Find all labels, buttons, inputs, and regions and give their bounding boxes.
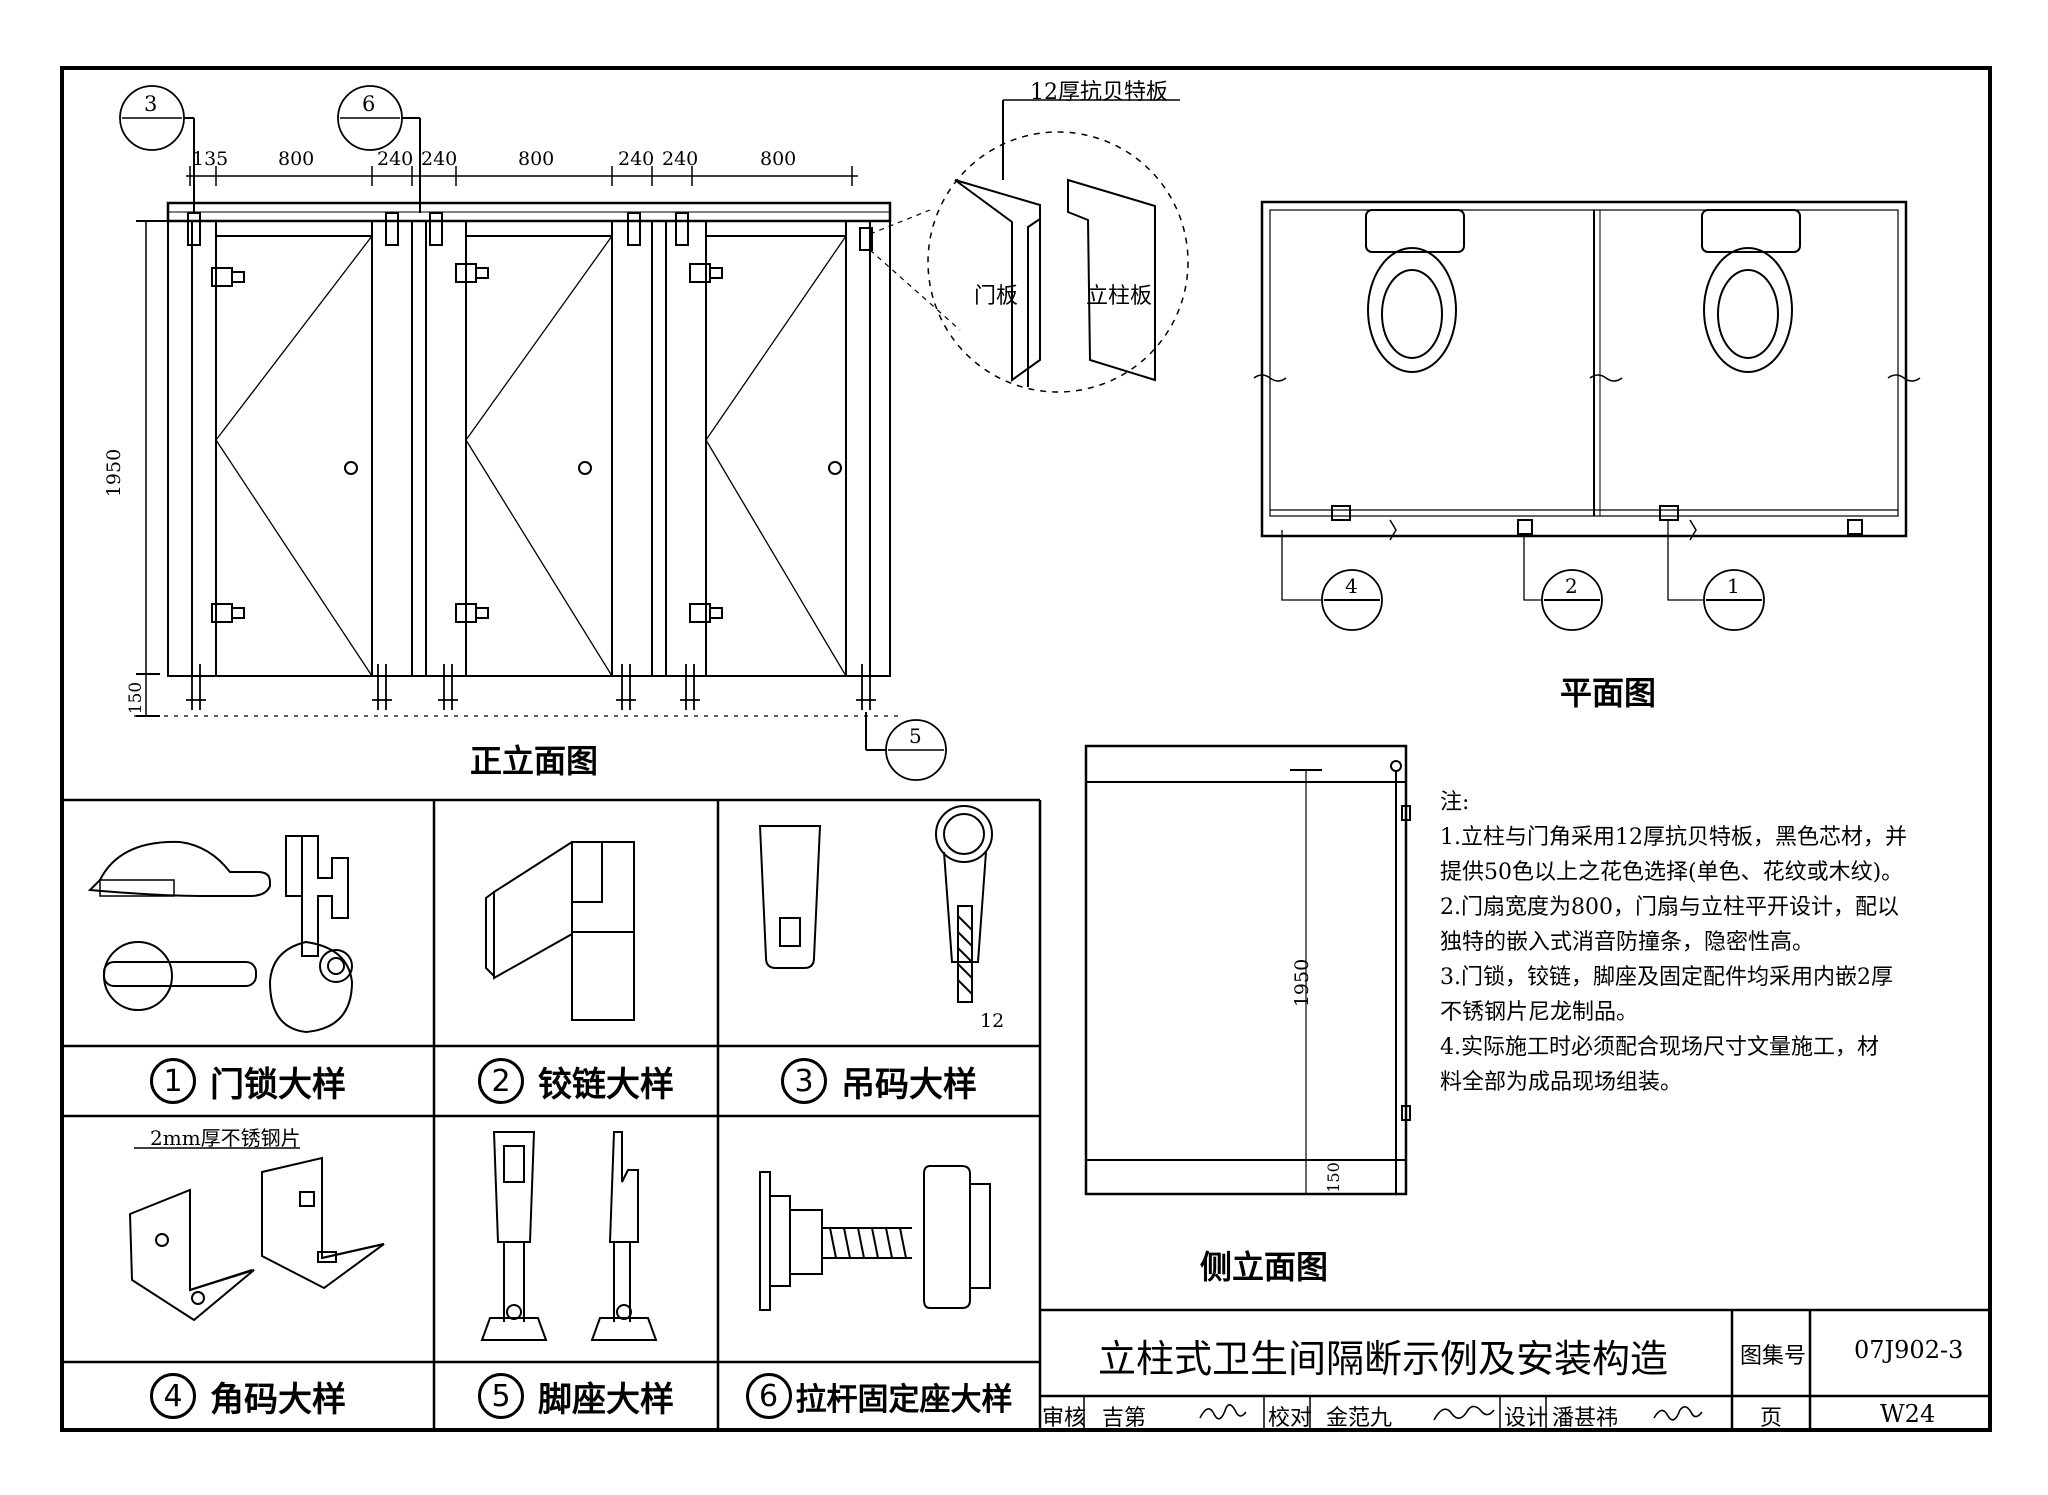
- atlas-label: 图集号: [1740, 1344, 1807, 1369]
- plan-caption: 平面图: [1560, 674, 1657, 712]
- dim-240-b: 240: [421, 148, 458, 170]
- zoom-door-label: 门板: [974, 284, 1019, 309]
- detail-label-6: 拉杆固定座大样: [795, 1381, 1013, 1418]
- dim-800-b: 800: [518, 148, 555, 170]
- note-line: 1.立柱与门角采用12厚抗贝特板，黑色芯材，并: [1440, 825, 1907, 850]
- checker-name: 金范九: [1326, 1406, 1393, 1431]
- dim-240-a: 240: [377, 148, 414, 170]
- note-line: 2.门扇宽度为800，门扇与立柱平开设计，配以: [1440, 895, 1899, 920]
- dim-base-150: 150: [126, 681, 147, 715]
- detail-grid: [62, 798, 1042, 1430]
- detail-num-3: 3: [781, 1058, 827, 1104]
- fixing-seat-drawing: [759, 1165, 991, 1311]
- page-number: W24: [1880, 1400, 1936, 1428]
- dim-240-d: 240: [662, 148, 699, 170]
- side-elevation-caption: 侧立面图: [1200, 1248, 1329, 1286]
- signatures: [1199, 1404, 1703, 1421]
- zoom-detail: [927, 99, 1189, 393]
- reviewer-name: 吉第: [1102, 1406, 1147, 1431]
- note-line: 3.门锁，铰链，脚座及固定配件均采用内嵌2厚: [1440, 965, 1893, 990]
- detail-label-3: 吊码大样: [841, 1064, 977, 1105]
- atlas-number: 07J902-3: [1854, 1336, 1964, 1364]
- front-elevation: [119, 85, 961, 781]
- dim-800-c: 800: [760, 148, 797, 170]
- detail-caption-foot: 5 脚座大样: [434, 1362, 718, 1430]
- callout-3-num: 3: [144, 92, 158, 116]
- plan-callout-2-num: 2: [1565, 574, 1578, 598]
- foot-drawing: [480, 1131, 658, 1341]
- detail-caption-door-lock: 1 门锁大样: [62, 1046, 434, 1116]
- thickness-12-note: 12: [980, 1010, 1005, 1032]
- detail-caption-hanger: 3 吊码大样: [718, 1046, 1040, 1116]
- notes-heading: 注:: [1440, 790, 1470, 815]
- front-elevation-caption: 正立面图: [470, 742, 599, 780]
- dim-height-1950: 1950: [103, 448, 126, 498]
- dim-135: 135: [192, 148, 229, 170]
- review-label: 审核: [1042, 1406, 1087, 1431]
- note-line: 料全部为成品现场组装。: [1440, 1070, 1683, 1095]
- plan-callout-1-num: 1: [1727, 574, 1740, 598]
- dim-240-c: 240: [618, 148, 655, 170]
- side-dim-1950: 1950: [1291, 958, 1314, 1008]
- detail-caption-hinge: 2 铰链大样: [434, 1046, 718, 1116]
- zoom-top-label: 12厚抗贝特板: [1030, 80, 1168, 105]
- drawing-title: 立柱式卫生间隔断示例及安装构造: [1098, 1337, 1669, 1381]
- dim-800-a: 800: [278, 148, 315, 170]
- detail-num-1: 1: [150, 1058, 196, 1104]
- steel-plate-note: 2mm厚不锈钢片: [150, 1126, 301, 1150]
- design-label: 设计: [1504, 1406, 1549, 1431]
- detail-num-5: 5: [478, 1373, 524, 1419]
- zoom-post-label: 立柱板: [1086, 284, 1153, 309]
- note-line: 不锈钢片尼龙制品。: [1440, 1000, 1639, 1025]
- side-elevation: [1084, 744, 1411, 1196]
- detail-num-6: 6: [745, 1373, 792, 1419]
- hanger-drawing: [758, 805, 993, 1003]
- detail-label-4: 角码大样: [210, 1379, 346, 1420]
- detail-label-5: 脚座大样: [538, 1379, 674, 1420]
- plan-view: [1253, 200, 1921, 631]
- note-line: 独特的嵌入式消音防撞条，隐密性高。: [1440, 930, 1815, 955]
- door-lock-drawing: [87, 835, 354, 1034]
- hinge-drawing: [485, 841, 635, 1021]
- note-line: 提供50色以上之花色选择(单色、花纹或木纹)。: [1440, 860, 1904, 885]
- angle-bracket-drawing: [128, 1147, 385, 1322]
- callout-6-num: 6: [362, 92, 376, 116]
- check-label: 校对: [1268, 1406, 1313, 1431]
- plan-callout-4-num: 4: [1345, 574, 1358, 598]
- detail-caption-angle-bracket: 4 角码大样: [62, 1362, 434, 1430]
- note-line: 4.实际施工时必须配合现场尺寸文量施工，材: [1440, 1035, 1879, 1060]
- side-dim-150: 150: [1323, 1162, 1343, 1193]
- callout-5-num: 5: [909, 724, 922, 748]
- detail-label-2: 铰链大样: [538, 1064, 674, 1105]
- designer-name: 潘甚祎: [1552, 1406, 1619, 1431]
- page-label: 页: [1760, 1406, 1783, 1431]
- detail-num-4: 4: [150, 1373, 196, 1419]
- detail-num-2: 2: [478, 1058, 524, 1104]
- detail-label-1: 门锁大样: [210, 1064, 346, 1105]
- outer-frame: [60, 66, 1992, 1432]
- notes-block: 注: 1.立柱与门角采用12厚抗贝特板，黑色芯材，并 提供50色以上之花色选择(…: [1440, 785, 2000, 1100]
- title-block-lines: [1040, 1308, 1990, 1430]
